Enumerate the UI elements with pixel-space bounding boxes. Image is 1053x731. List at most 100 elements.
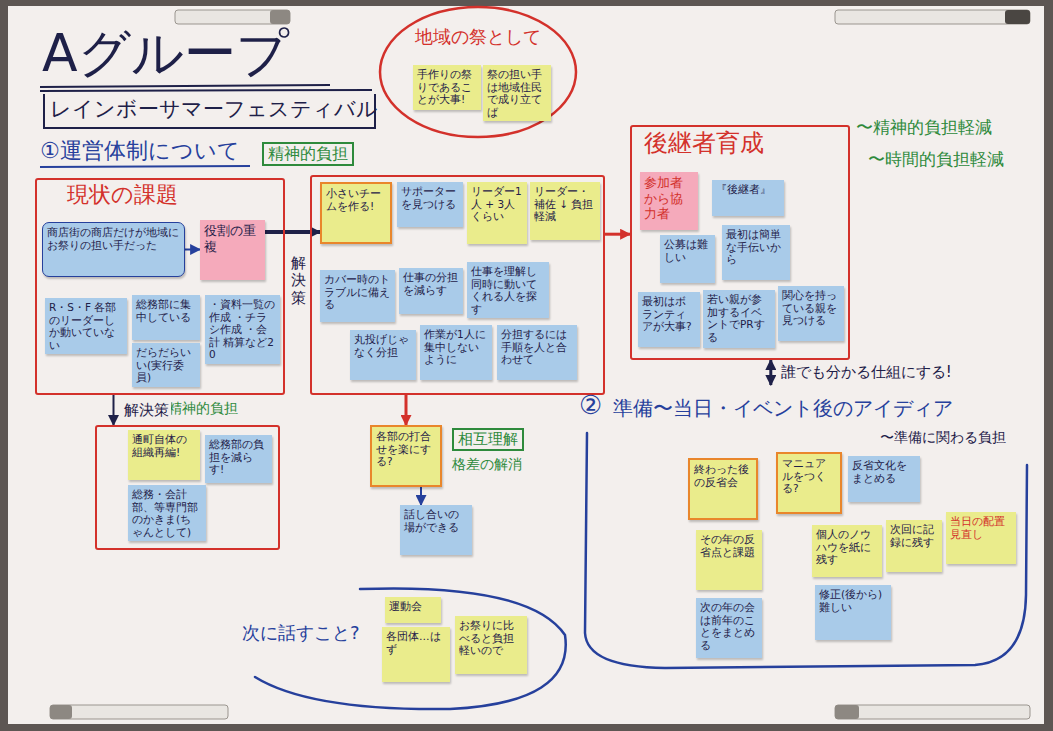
sticky-note: カバー時のトラブルに備える <box>320 270 395 322</box>
note-text: 運動会 <box>389 600 437 613</box>
note-text: 個人のノウハウを紙に残す <box>816 528 878 566</box>
annotation-label: 精神的負担 <box>262 142 354 166</box>
note-text: 当日の配置 見直し <box>950 515 1012 540</box>
connector <box>405 395 408 425</box>
region-outline <box>585 433 1027 668</box>
note-text: リーダー1人 + 3人くらい <box>471 185 523 223</box>
note-text: その年の反省点と課題 <box>700 533 758 558</box>
note-text: 仕事を理解し同時に動いてくれる人を探す <box>471 265 545 315</box>
sticky-note: 運動会 <box>385 597 441 623</box>
note-text: リーダー・補佐 ↓ 負担軽減 <box>534 185 596 223</box>
note-text: 丸投げじゃなく分担 <box>354 333 412 358</box>
group-region: ②準備〜当日・イベント後のアイディア〜準備に関わる負担終わった後の反省会マニュア… <box>575 385 1037 675</box>
sticky-note: 通町自体の組織再編! <box>128 430 200 480</box>
note-text: 商店街の商店だけが地域にお祭りの担い手だった <box>47 226 180 251</box>
note-text: 各部の打合せを楽にする? <box>376 430 436 468</box>
note-text: 各団体…はず <box>386 630 446 655</box>
note-text: 参加者から協力者 <box>644 175 694 222</box>
connector <box>113 395 115 425</box>
sticky-note: リーダー・補佐 ↓ 負担軽減 <box>530 182 600 240</box>
annotation-label: 格差の解消 <box>452 456 522 472</box>
note-text: 関心を持っている親を見つける <box>782 289 840 327</box>
note-text: 次の年の会は前年のことをまとめる <box>700 601 758 651</box>
sticky-note: 小さいチームを作る! <box>320 182 392 244</box>
region-heading: 地域の祭として <box>415 27 541 48</box>
ink-line <box>40 166 250 167</box>
note-text: 修正(後から)難しい <box>819 588 887 613</box>
region-heading: ② <box>579 391 602 421</box>
note-text: 通町自体の組織再編! <box>132 433 196 458</box>
sticky-note: 若い親が参加するイベントでPRする <box>703 290 775 348</box>
marker-pen <box>50 10 1030 719</box>
sticky-note: ・資料一覧の作成 ・チラシ作成 ・会計 精算など20 <box>205 295 280 364</box>
connector <box>605 233 630 236</box>
region-heading: 解決策 <box>291 255 306 307</box>
annotation-label: 相互理解 <box>452 428 524 451</box>
annotation-label: レインボーサマーフェスティバル <box>50 97 378 121</box>
annotation-label: ①運営体制について <box>40 138 240 163</box>
sticky-note: 総務部に集中している <box>132 295 200 340</box>
sticky-note: 公募は難しい <box>660 235 715 283</box>
sticky-note: 祭の担い手は地域住民で成り立てば <box>483 65 551 121</box>
connector <box>420 487 422 505</box>
group-region: 現状の課題商店街の商店だけが地域にお祭りの担い手だった役割の重複 R・S・F 各部… <box>35 178 285 395</box>
note-text: お祭りに比べると負担軽いので <box>459 619 523 657</box>
sticky-note: 終わった後の反省会 <box>688 458 758 520</box>
group-region: 解決策小さいチームを作る!サポーターを見つけるリーダー1人 + 3人くらいリーダ… <box>310 175 605 395</box>
sticky-note: マニュアルをつくる? <box>776 452 842 514</box>
note-text: サポーターを見つける <box>401 185 459 210</box>
group-region: 後継者育成参加者から協力者『後継者』公募は難しい最初は簡単な手伝いから最初はボラ… <box>630 125 850 360</box>
note-text: 反省文化をまとめる <box>852 459 916 484</box>
sticky-note: 仕事を理解し同時に動いてくれる人を探す <box>467 262 549 318</box>
title-text: Aグループ <box>42 24 289 84</box>
region-heading: 次に話すこと? <box>242 623 382 644</box>
note-text: 次回に記録に残す <box>890 523 938 548</box>
note-text: 小さいチームを作る! <box>326 187 386 212</box>
sticky-note: 反省文化をまとめる <box>848 456 920 502</box>
sticky-note: 仕事の分担を減らす <box>399 268 463 314</box>
sticky-note: 各団体…はず <box>382 627 450 682</box>
sticky-note: その年の反省点と課題 <box>696 530 762 590</box>
connector <box>769 360 772 385</box>
edge-label: 解決策 <box>122 402 171 419</box>
region-outline <box>380 7 576 137</box>
annotation-label: 〜時間的負担軽減 <box>868 150 1004 170</box>
region-heading: 〜準備に関わる負担 <box>880 429 1030 445</box>
note-text: 若い親が参加するイベントでPRする <box>707 293 771 343</box>
sticky-note: お祭りに比べると負担軽いので <box>455 616 527 674</box>
sticky-note: 分担するには手順を人と合わせて <box>497 325 577 380</box>
sticky-note: 次回に記録に残す <box>886 520 942 572</box>
sticky-note: 関心を持っている親を見つける <box>778 286 844 341</box>
note-text: 役割の重複 <box>204 223 261 254</box>
note-text: 総務部に集中している <box>136 298 196 323</box>
sticky-note: 個人のノウハウを紙に残す <box>812 525 882 577</box>
sticky-note: 商店街の商店だけが地域にお祭りの担い手だった <box>42 222 185 277</box>
sticky-note: 参加者から協力者 <box>640 172 698 230</box>
sticky-note: 『後継者』 <box>712 180 784 216</box>
note-text: ・資料一覧の作成 ・チラシ作成 ・会計 精算など20 <box>209 298 276 361</box>
note-text: マニュアルをつくる? <box>782 457 836 495</box>
sticky-note: 最初は簡単な手伝いから <box>722 225 790 280</box>
group-region: 通町自体の組織再編!総務部の負担を減らす!総務・会計部、等専門部のかきま(ちゃん… <box>95 425 280 550</box>
note-text: カバー時のトラブルに備える <box>324 273 391 311</box>
sticky-note: R・S・F 各部のリーダーしか動いていない <box>45 298 127 354</box>
note-text: 分担するには手順を人と合わせて <box>501 328 573 366</box>
annotation-label: 精神的負担 <box>168 400 238 416</box>
sticky-note: サポーターを見つける <box>397 182 463 227</box>
note-text: だらだらいい(実行委員) <box>136 346 196 384</box>
group-region: 地域の祭として手作りの祭りであることが大事!祭の担い手は地域住民で成り立てば <box>378 5 578 139</box>
note-text: R・S・F 各部のリーダーしか動いていない <box>49 301 123 351</box>
note-text: 手作りの祭りであることが大事! <box>417 68 477 106</box>
sticky-note: 丸投げじゃなく分担 <box>350 330 416 380</box>
region-outline <box>255 588 566 709</box>
sticky-note: 役割の重複 <box>200 220 265 280</box>
note-text: 終わった後の反省会 <box>694 463 752 488</box>
sticky-note: 各部の打合せを楽にする? <box>370 425 442 487</box>
region-heading: 現状の課題 <box>67 182 178 207</box>
sticky-note: 総務部の負担を減らす! <box>205 435 272 483</box>
note-text: 最初はボランティアが大事? <box>642 295 696 333</box>
sticky-note: 次の年の会は前年のことをまとめる <box>696 598 762 658</box>
note-text: 話し合いの場ができる <box>404 508 468 533</box>
note-text: 仕事の分担を減らす <box>403 271 459 296</box>
